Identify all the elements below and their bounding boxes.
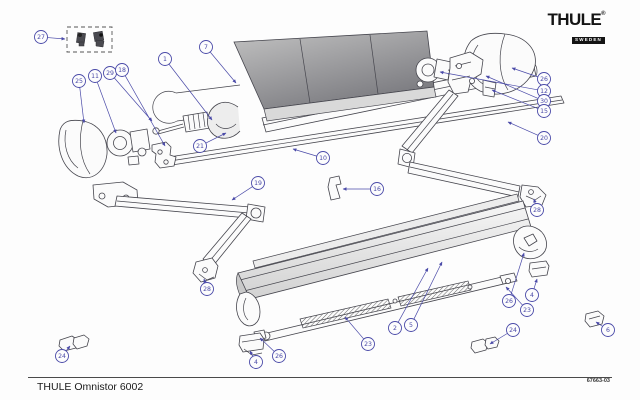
callout-21: 21 [193,132,227,153]
callout-12: 12 [439,70,551,98]
right-bracket-cluster [447,51,497,98]
svg-text:10: 10 [319,155,327,162]
fastener-part-a [76,32,86,47]
callout-16: 16 [342,182,384,196]
svg-text:16: 16 [373,186,381,193]
svg-text:29: 29 [106,70,114,77]
svg-text:4: 4 [254,359,258,366]
callout-6: 6 [595,321,615,337]
svg-text:6: 6 [606,327,610,334]
thule-logo: THULE® SWEDEN [541,10,606,45]
left-end-cap [58,119,108,178]
callout-24: 24 [489,323,520,345]
callout-19: 19 [231,176,265,201]
registered-mark: ® [601,11,605,17]
small-bracket-15 [482,79,497,98]
logo-text: THULE® [547,10,606,29]
callout-18: 18 [115,63,166,147]
callout-26: 26 [502,252,525,308]
arm-bracket-left [151,141,177,169]
callout-23: 23 [344,316,375,351]
callout-24: 24 [55,345,71,363]
svg-text:27: 27 [37,34,45,41]
rail-end-support [236,291,261,327]
callout-15: 15 [491,89,551,118]
callout-28: 28 [200,278,214,296]
right-arm [397,89,547,208]
callout-26: 26 [511,67,551,86]
svg-text:24: 24 [58,353,66,360]
callout-11: 11 [88,69,117,134]
svg-text:24: 24 [509,327,517,334]
callout-27: 27 [34,30,66,44]
logo-sweden-badge: SWEDEN [572,37,605,44]
callout-4: 4 [249,350,263,369]
callout-2: 2 [388,267,429,335]
svg-text:15: 15 [540,108,548,115]
document-number: 67663-03 [586,378,610,384]
svg-text:7: 7 [204,44,208,51]
svg-text:12: 12 [540,88,548,95]
callout-23: 23 [505,286,534,317]
svg-text:20: 20 [540,135,548,142]
svg-text:21: 21 [196,143,204,150]
callout-20: 20 [507,121,551,145]
callout-10: 10 [292,148,330,165]
callout-7: 7 [199,40,237,84]
svg-text:1: 1 [163,56,167,63]
callout-26: 26 [259,337,286,363]
fastener-part-b [93,30,105,48]
clamp-right [470,336,500,354]
svg-text:2: 2 [393,325,397,332]
svg-text:19: 19 [254,180,262,187]
svg-text:30: 30 [540,98,548,105]
callout-25: 25 [72,74,86,124]
svg-text:23: 23 [523,307,531,314]
svg-text:11: 11 [91,73,99,80]
svg-text:4: 4 [530,292,534,299]
callout-28: 28 [530,198,544,217]
svg-text:28: 28 [533,207,541,214]
svg-text:5: 5 [409,322,413,329]
footer-divider [28,377,612,378]
clamp-left [58,334,90,352]
callout-4: 4 [525,278,539,302]
wall-bracket-right [528,260,550,278]
callout-29: 29 [103,66,153,122]
lead-rail-end-cap [513,225,547,260]
fabric-clip [327,175,342,201]
left-gear-unit [106,128,151,166]
callout-5: 5 [404,261,443,332]
callout-1: 1 [158,52,213,121]
tension-rafter [253,272,518,342]
model-title: THULE Omnistor 6002 [37,381,144,393]
svg-text:26: 26 [275,353,283,360]
svg-text:26: 26 [505,298,513,305]
awning-fabric [207,30,437,139]
svg-text:23: 23 [364,341,372,348]
left-arm-end-fitting [192,257,219,283]
svg-text:28: 28 [203,286,211,293]
wall-bracket-left [238,332,265,356]
hardware-kit-box [66,26,113,53]
small-bracket-6 [584,310,605,328]
svg-text:18: 18 [118,67,126,74]
right-arm-end-fitting [519,184,547,208]
svg-text:25: 25 [75,78,83,85]
left-arm [92,181,266,283]
svg-text:26: 26 [540,76,548,83]
